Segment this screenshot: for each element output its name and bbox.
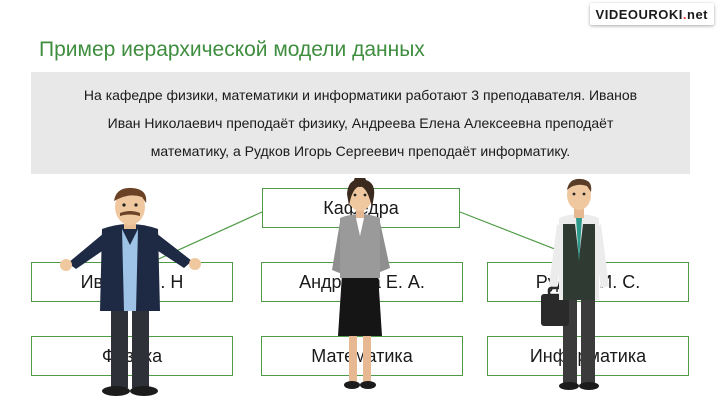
info-line-3: математику, а Рудков Игорь Сергеевич пре… [150, 143, 571, 159]
slide-title: Пример иерархической модели данных [39, 38, 425, 61]
teacher-rudkov-illustration [541, 178, 609, 390]
info-text: На кафедре физики, математики и информат… [74, 81, 647, 165]
logo-tld: net [687, 6, 708, 22]
videouroki-logo: VIDEOUROKI.net [589, 3, 714, 25]
teacher-ivanov-illustration [60, 187, 201, 396]
info-line-1: На кафедре физики, математики и информат… [83, 87, 638, 103]
logo-text: VIDEOUROKI [595, 6, 683, 22]
info-box: На кафедре физики, математики и информат… [31, 72, 690, 174]
info-line-2: Иван Николаевич преподаёт физику, Андрее… [107, 115, 614, 131]
logo-dot: . [682, 6, 687, 22]
teacher-andreeva-illustration [332, 178, 390, 389]
node-subject-math: Математика [261, 336, 463, 376]
